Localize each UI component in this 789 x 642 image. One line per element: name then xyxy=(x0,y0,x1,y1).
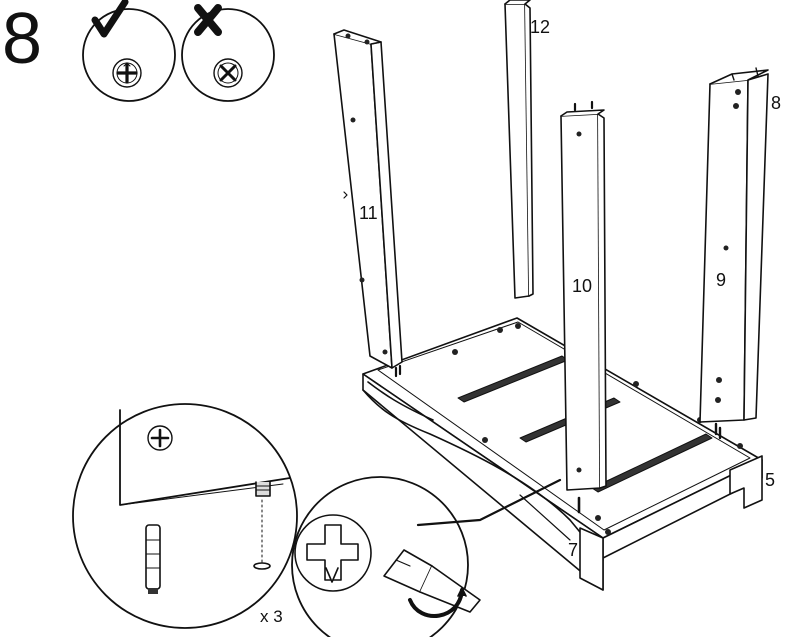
correct-screw-callout xyxy=(82,0,176,102)
part-12-rail xyxy=(504,0,534,299)
cross-mark-icon xyxy=(194,4,222,36)
part-11-panel xyxy=(333,29,403,378)
part-label-8: 8 xyxy=(771,93,782,113)
part-label-12: 12 xyxy=(530,17,551,37)
part-label-5: 5 xyxy=(765,470,776,490)
part-10-panel xyxy=(560,100,607,514)
part-label-11: 11 xyxy=(359,203,378,223)
part-label-9: 9 xyxy=(716,270,727,290)
quantity-label: x 3 xyxy=(260,607,283,626)
dowel-detail-callout xyxy=(72,403,298,629)
part-9-panel xyxy=(699,67,769,440)
part-label-7: 7 xyxy=(568,540,579,560)
incorrect-screw-callout xyxy=(181,4,275,102)
base-frame xyxy=(362,317,763,591)
part-7-leader xyxy=(519,494,571,541)
part-label-10: 10 xyxy=(572,276,593,296)
step-number: 8 xyxy=(2,0,43,79)
check-mark-icon xyxy=(91,0,129,38)
screwdriver-detail-callout xyxy=(291,476,562,642)
